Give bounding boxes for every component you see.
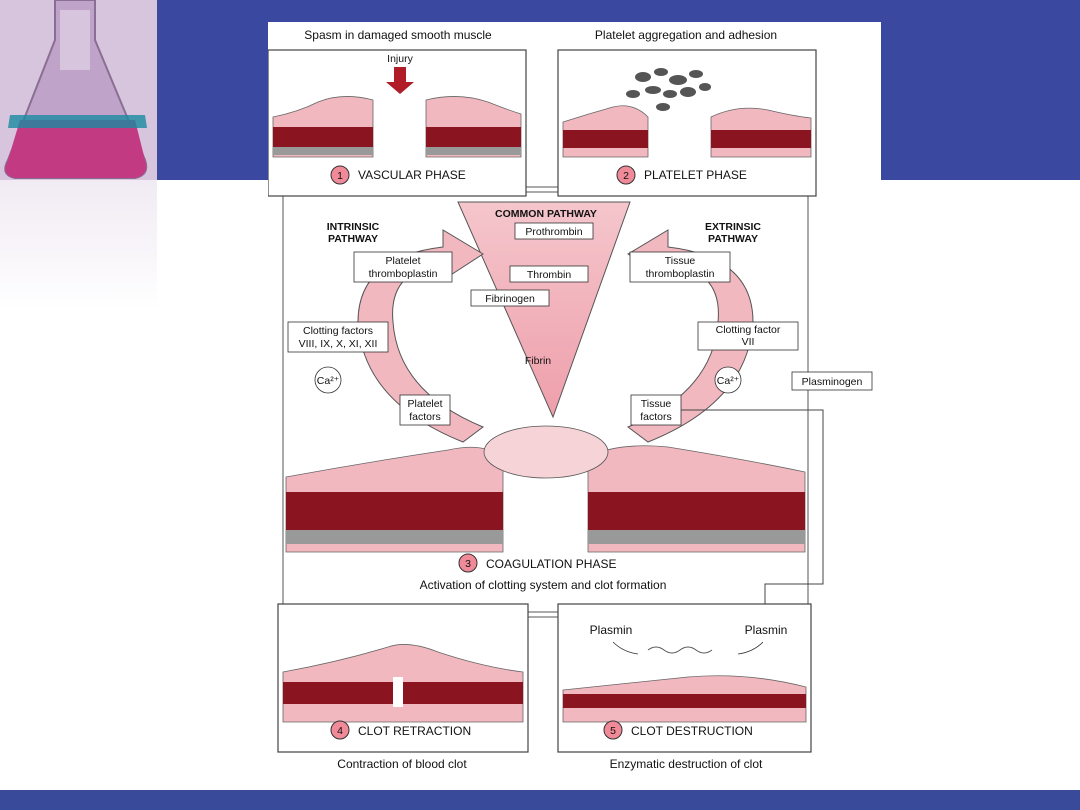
fibrin-label: Fibrin [525,355,551,367]
phase4-caption: Contraction of blood clot [337,757,467,771]
extrinsic-title-2: PATHWAY [708,233,758,245]
tissue-thromboplastin-1: Tissue [665,255,696,267]
phase1-caption: Spasm in damaged smooth muscle [304,28,492,42]
phase4-label: CLOT RETRACTION [358,724,471,738]
coagulation-tissue [285,425,806,553]
tissue-thromboplastin-2: thromboplastin [646,268,715,280]
hemostasis-diagram: Spasm in damaged smooth muscle Injury 1 … [267,22,881,778]
diagram-svg: Spasm in damaged smooth muscle Injury 1 … [267,28,873,771]
intrinsic-pathway: INTRINSIC PATHWAY Platelet thromboplasti… [287,221,485,443]
phase2-panel: 2 PLATELET PHASE [557,49,817,197]
extrinsic-calcium: Ca²⁺ [717,375,740,387]
footer-band [0,790,1080,810]
flask-image [0,0,157,180]
phase1-label: VASCULAR PHASE [358,168,466,182]
platelet-cluster [626,68,711,111]
injury-arrow [386,67,414,94]
phase1-muscle-right [426,127,521,147]
intrinsic-title-1: INTRINSIC [327,221,380,233]
phase2-label: PLATELET PHASE [644,168,747,182]
coagulation-frame [282,191,809,613]
phase1-panel: Injury 1 VASCULAR PHASE [267,49,527,197]
common-pathway-title: COMMON PATHWAY [495,208,597,220]
thrombin-label: Thrombin [527,269,572,281]
phase5-label: CLOT DESTRUCTION [631,724,753,738]
plasmin-left-label: Plasmin [590,623,633,637]
phase3-label: COAGULATION PHASE [486,557,616,571]
phase4-panel: 4 CLOT RETRACTION [277,603,529,753]
phase2-caption: Platelet aggregation and adhesion [595,28,777,42]
clotting-factor-vii-1: Clotting factor [716,324,781,336]
phase1-muscle-left [273,127,373,147]
phase2-number: 2 [623,170,629,182]
extrinsic-title-1: EXTRINSIC [705,221,761,233]
plasmin-right-label: Plasmin [745,623,788,637]
phase3-number: 3 [465,558,471,570]
platelet-factors-1: Platelet [407,398,442,410]
phase1-number: 1 [337,170,343,182]
injury-label: Injury [387,53,413,65]
plasminogen-connector [681,409,824,614]
plasminogen-label: Plasminogen [802,376,863,388]
phase3-caption: Activation of clotting system and clot f… [420,578,667,592]
prothrombin-label: Prothrombin [525,226,582,238]
phase4-number: 4 [337,725,343,737]
tissue-factors-1: Tissue [641,398,672,410]
phase5-caption: Enzymatic destruction of clot [610,757,763,771]
platelet-thromboplastin-1: Platelet [385,255,420,267]
common-pathway: COMMON PATHWAY Prothrombin Thrombin Fibr… [457,201,631,419]
clotting-factors-1: Clotting factors [303,325,373,337]
plasminogen-box [791,371,873,391]
phase5-number: 5 [610,725,616,737]
phase5-panel: Plasmin Plasmin 5 CLOT DESTRUCTION [557,603,812,753]
intrinsic-calcium: Ca²⁺ [317,375,340,387]
platelet-thromboplastin-2: thromboplastin [369,268,438,280]
clotting-factor-vii-2: VII [742,336,755,348]
intrinsic-title-2: PATHWAY [328,233,378,245]
extrinsic-pathway: EXTRINSIC PATHWAY Tissue thromboplastin … [626,221,799,443]
fibrinogen-label: Fibrinogen [485,293,535,305]
clotting-factors-2: VIII, IX, X, XI, XII [299,338,378,350]
platelet-factors-2: factors [409,411,441,423]
flask-reflection [0,180,157,310]
flask-icon [0,0,157,180]
tissue-factors-2: factors [640,411,672,423]
